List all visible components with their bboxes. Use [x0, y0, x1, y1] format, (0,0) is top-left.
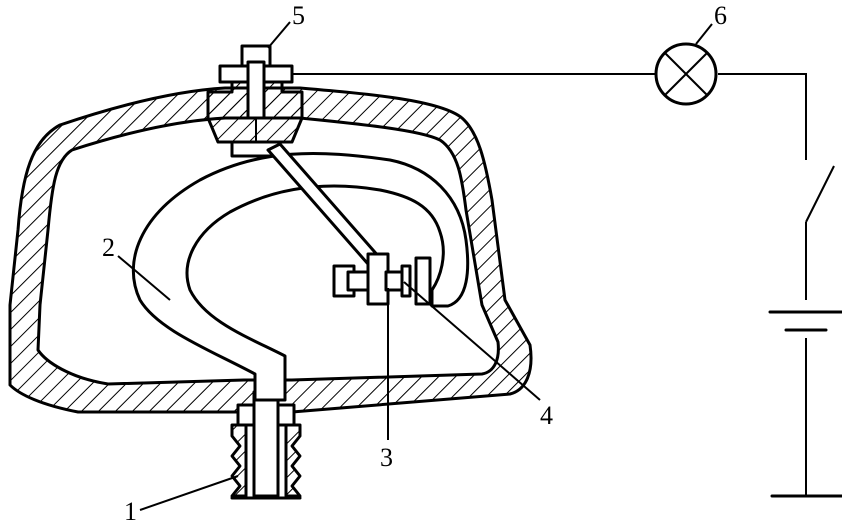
battery-icon	[768, 310, 842, 498]
label-4: 4	[540, 401, 553, 430]
external-circuit	[292, 73, 807, 496]
contact-assembly	[332, 252, 432, 306]
label-1: 1	[124, 497, 137, 520]
lamp-icon	[654, 42, 718, 106]
label-3: 3	[380, 443, 393, 472]
label-2: 2	[102, 233, 115, 262]
bourdon-tube	[131, 152, 470, 402]
label-5: 5	[292, 1, 305, 30]
switch-icon	[805, 165, 835, 223]
top-terminal	[206, 44, 304, 158]
leader-lines	[117, 21, 713, 511]
threaded-fitting	[230, 390, 302, 500]
label-6: 6	[714, 1, 727, 30]
